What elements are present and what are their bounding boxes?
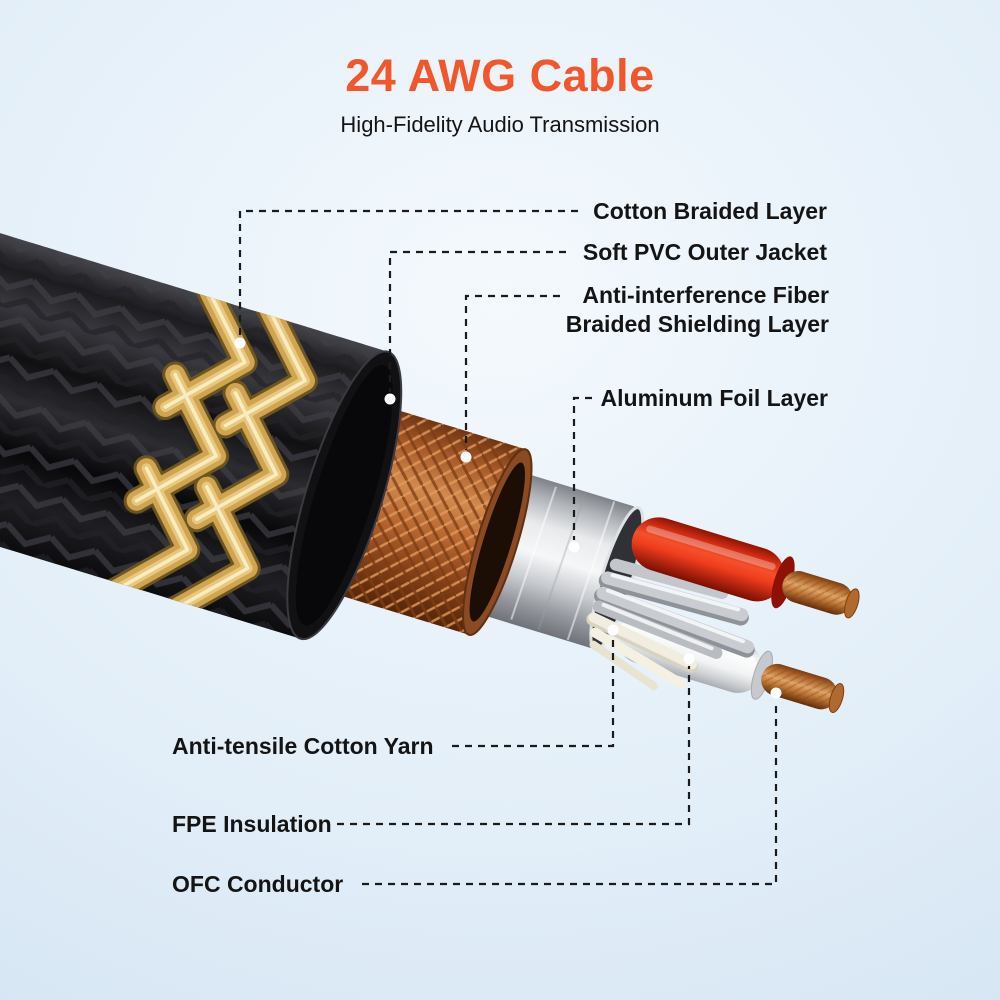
callout-label-shielding-layer: Anti-interference Fiber Braided Shieldin… bbox=[565, 282, 829, 337]
callout-dot-ofc-conductor bbox=[770, 687, 782, 699]
ofc-conductor-tip-red bbox=[782, 571, 860, 619]
callout-dots bbox=[234, 337, 782, 699]
outer-jacket bbox=[0, 223, 403, 641]
callout-dot-soft-pvc-outer-jacket bbox=[384, 393, 396, 405]
callout-line-cotton-braided-layer bbox=[238, 209, 578, 336]
callout-label-anti-tensile-cotton-yarn: Anti-tensile Cotton Yarn bbox=[172, 733, 434, 759]
callout-line-ofc-conductor bbox=[362, 700, 778, 886]
callout-dot-shielding-layer bbox=[460, 451, 472, 463]
callout-lines bbox=[238, 209, 778, 886]
callout-line-aluminum-foil-layer bbox=[572, 396, 592, 540]
callout-line-fpe-insulation bbox=[337, 666, 691, 826]
red-signal-wire bbox=[631, 517, 860, 619]
callout-dot-fpe-insulation bbox=[683, 653, 695, 665]
callout-dot-aluminum-foil-layer bbox=[568, 541, 580, 553]
callout-label-soft-pvc-outer-jacket: Soft PVC Outer Jacket bbox=[582, 239, 827, 265]
callout-label-cotton-braided-layer: Cotton Braided Layer bbox=[593, 198, 827, 224]
page-subtitle: High-Fidelity Audio Transmission bbox=[340, 112, 660, 137]
header: 24 AWG Cable High-Fidelity Audio Transmi… bbox=[0, 50, 1000, 138]
callout-line-anti-tensile-cotton-yarn bbox=[452, 637, 615, 748]
callout-dot-cotton-braided-layer bbox=[234, 337, 246, 349]
callout-dot-anti-tensile-cotton-yarn bbox=[607, 624, 619, 636]
callout-line-soft-pvc-outer-jacket bbox=[388, 250, 566, 392]
callout-line-shielding-layer bbox=[464, 294, 560, 450]
drain-wires-and-cotton-yarn bbox=[586, 558, 755, 691]
ofc-conductor-tip bbox=[761, 663, 845, 713]
page-title: 24 AWG Cable bbox=[345, 50, 655, 101]
callout-label-aluminum-foil-layer: Aluminum Foil Layer bbox=[600, 385, 828, 411]
callout-label-fpe-insulation: FPE Insulation bbox=[172, 811, 332, 837]
callout-label-ofc-conductor: OFC Conductor bbox=[172, 871, 344, 897]
